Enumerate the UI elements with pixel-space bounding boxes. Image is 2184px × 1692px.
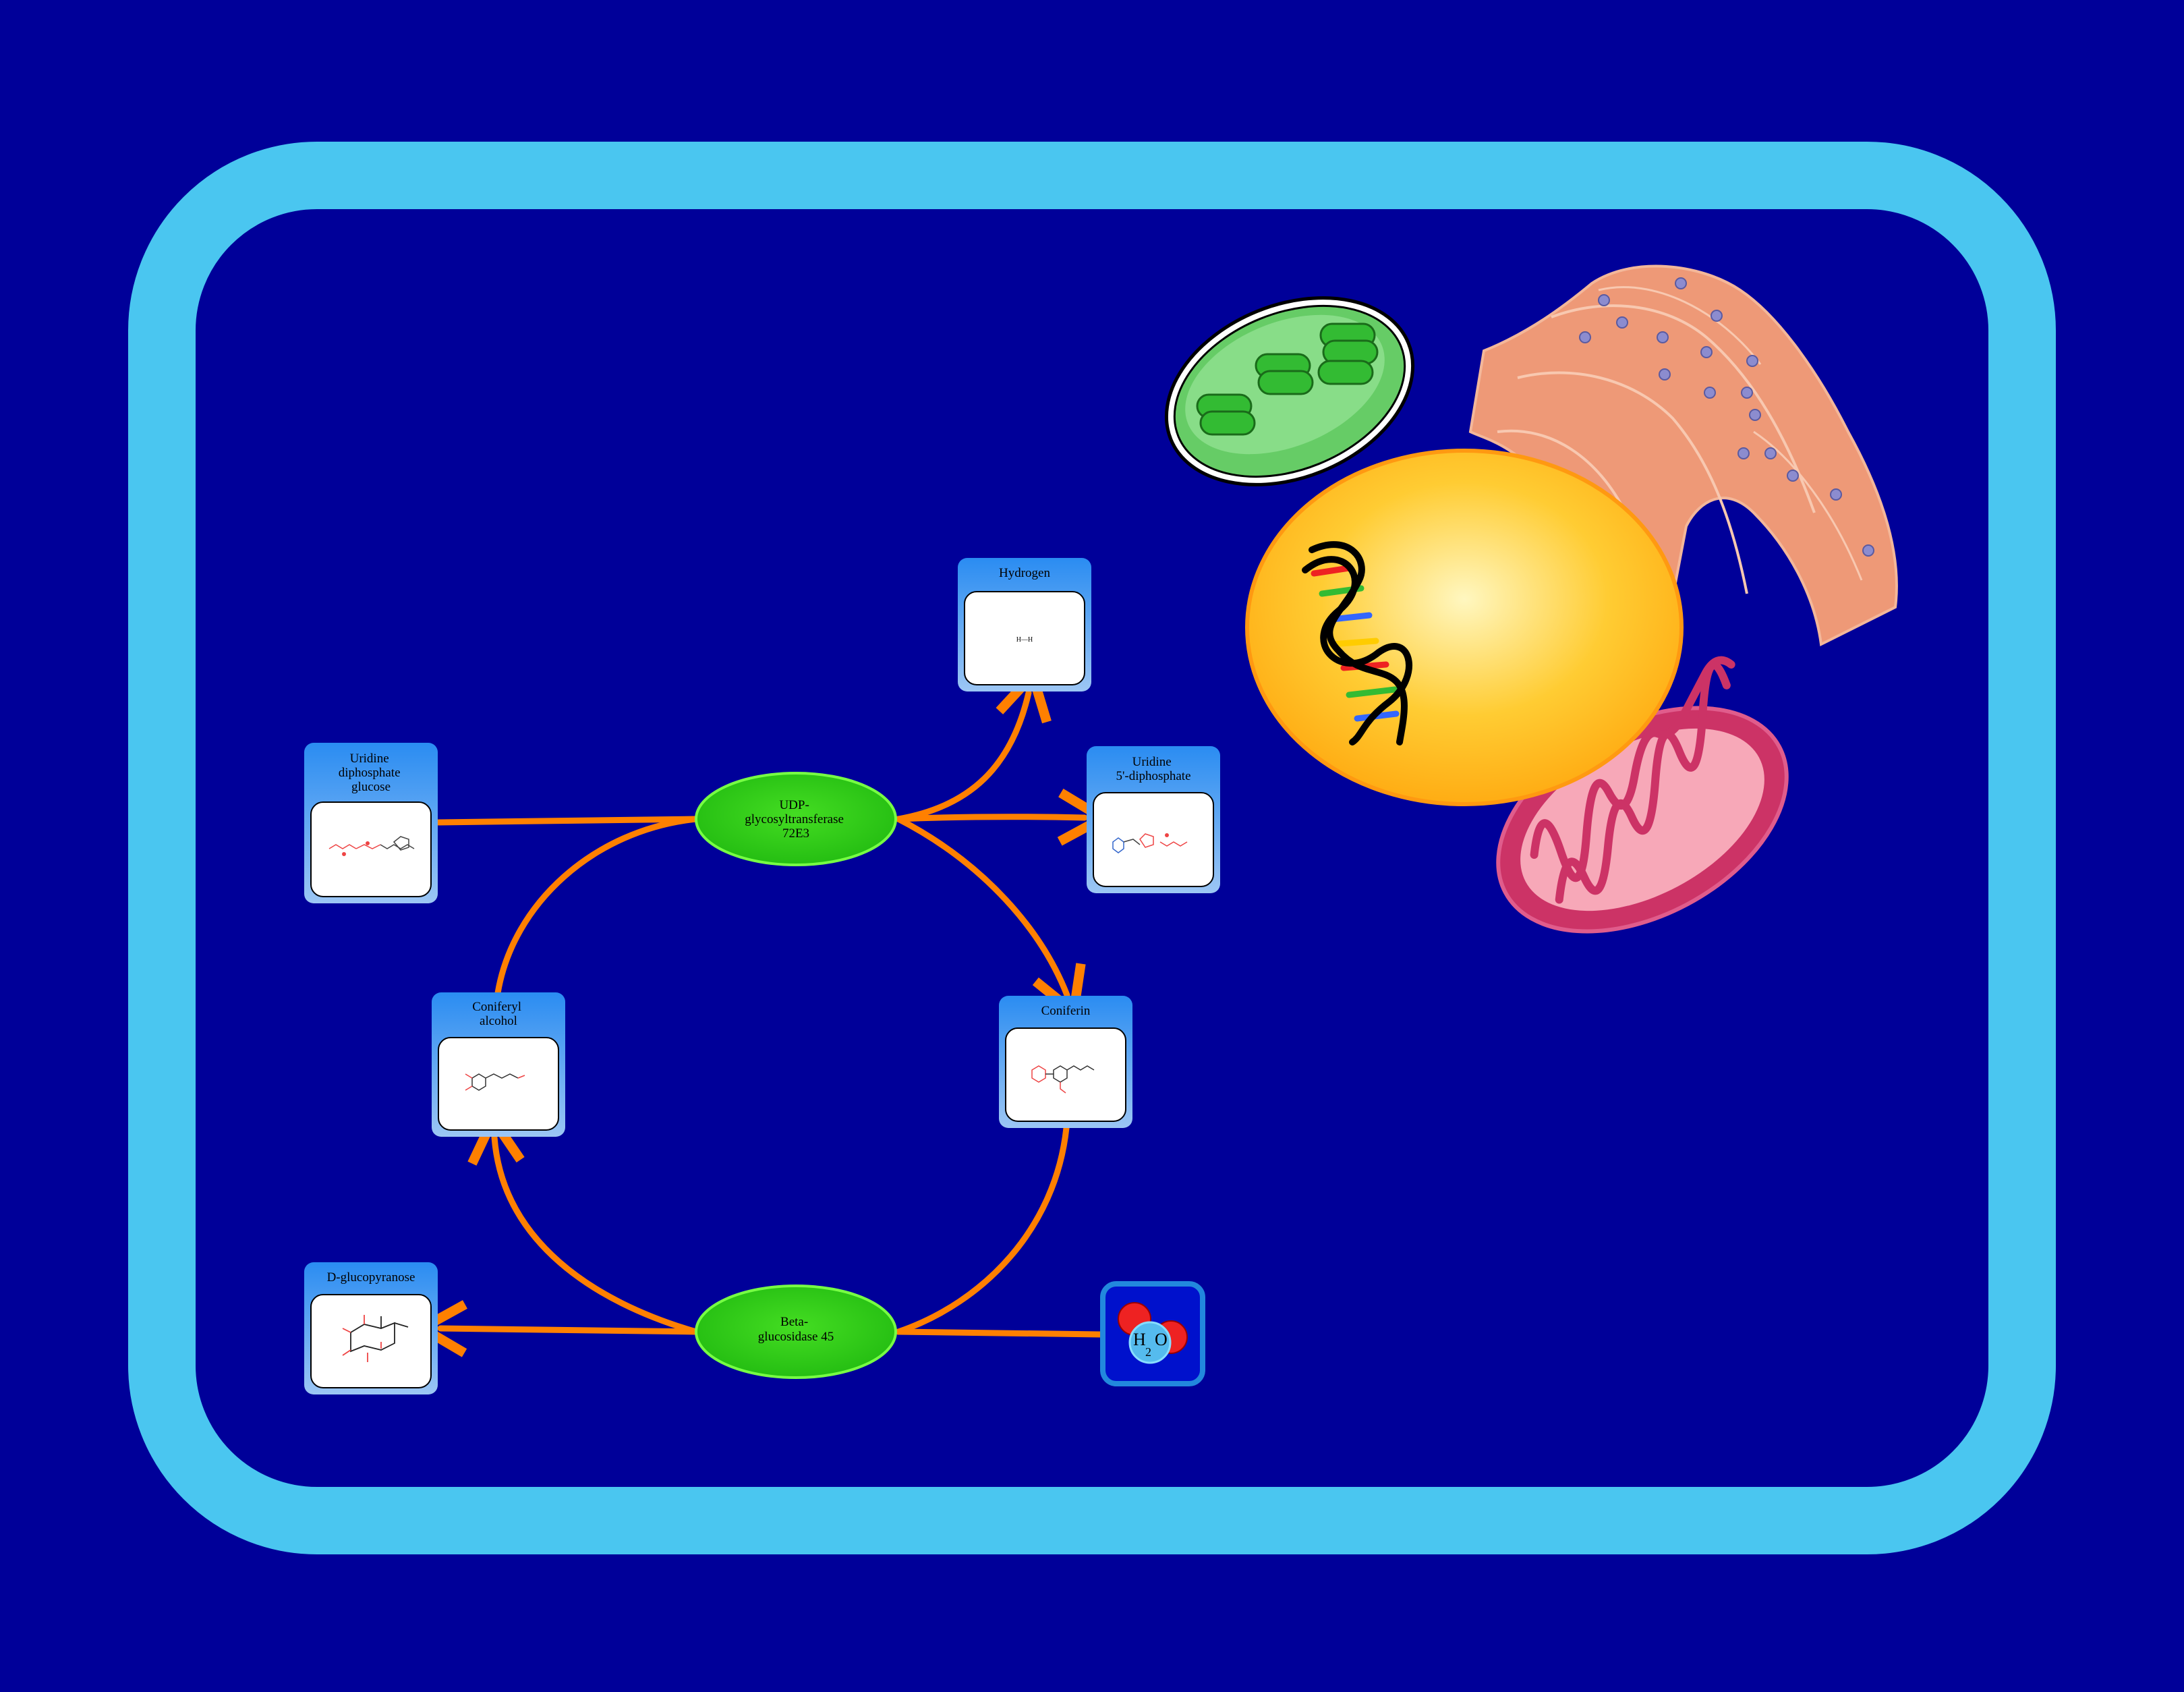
- enzyme-label: UDP- glycosyltransferase 72E3: [745, 798, 846, 841]
- enzyme-udp-glycosyltransferase[interactable]: UDP- glycosyltransferase 72E3: [695, 772, 897, 866]
- compound-coniferyl-alcohol[interactable]: Coniferyl alcohol: [432, 992, 565, 1137]
- compound-label: Uridine 5'-diphosphate: [1116, 755, 1190, 783]
- compound-label: Uridine diphosphate glucose: [339, 752, 404, 794]
- structure-formula: H—H: [1016, 636, 1033, 644]
- compound-udp-glucose[interactable]: Uridine diphosphate glucose: [304, 743, 438, 903]
- compound-hydrogen[interactable]: Hydrogen H—H: [958, 558, 1091, 692]
- compound-label: Coniferyl alcohol: [472, 1000, 525, 1028]
- edge-udpglucose-to-udpgt: [435, 816, 699, 826]
- structure-drawing: [1112, 833, 1188, 853]
- compound-label: Hydrogen: [999, 566, 1050, 580]
- edge-coniferin-to-betagluc: [895, 1125, 1070, 1335]
- edge-coniferyl-to-udpgt: [494, 816, 699, 996]
- edge-udpgt-to-hydrogen: [895, 665, 1052, 822]
- water-formula: H 2 O: [1133, 1330, 1168, 1360]
- edge-udpgt-to-udp: [895, 789, 1113, 846]
- golgi-apparatus: [1468, 264, 1898, 683]
- compound-label: D-glucopyranose: [327, 1270, 415, 1285]
- dna-icon: [1302, 541, 1412, 745]
- structure-drawing: [1031, 1065, 1095, 1094]
- edge-udpgt-to-coniferin: [895, 816, 1086, 1021]
- edge-betagluc-to-glucopyranose: [412, 1300, 699, 1357]
- compound-water[interactable]: H 2 O: [1100, 1281, 1205, 1386]
- water-molecule-icon: [1118, 1302, 1188, 1364]
- structure-drawing: [465, 1073, 525, 1091]
- compound-coniferin[interactable]: Coniferin: [999, 996, 1132, 1128]
- compound-label: Coniferin: [1041, 1004, 1091, 1018]
- pathway-edges: [412, 665, 1113, 1357]
- chloroplast: [1164, 296, 1415, 486]
- structure-drawing: [328, 836, 415, 856]
- structure-drawing: [342, 1315, 409, 1362]
- edge-water-to-betagluc: [895, 1328, 1104, 1338]
- compound-udp[interactable]: Uridine 5'-diphosphate: [1087, 746, 1220, 893]
- edge-betagluc-to-coniferyl: [467, 1109, 699, 1335]
- compound-d-glucopyranose[interactable]: D-glucopyranose: [304, 1262, 438, 1394]
- enzyme-label: Beta- glucosidase 45: [758, 1315, 834, 1344]
- nucleus-with-dna: [1245, 449, 1684, 806]
- enzyme-beta-glucosidase[interactable]: Beta- glucosidase 45: [695, 1285, 897, 1379]
